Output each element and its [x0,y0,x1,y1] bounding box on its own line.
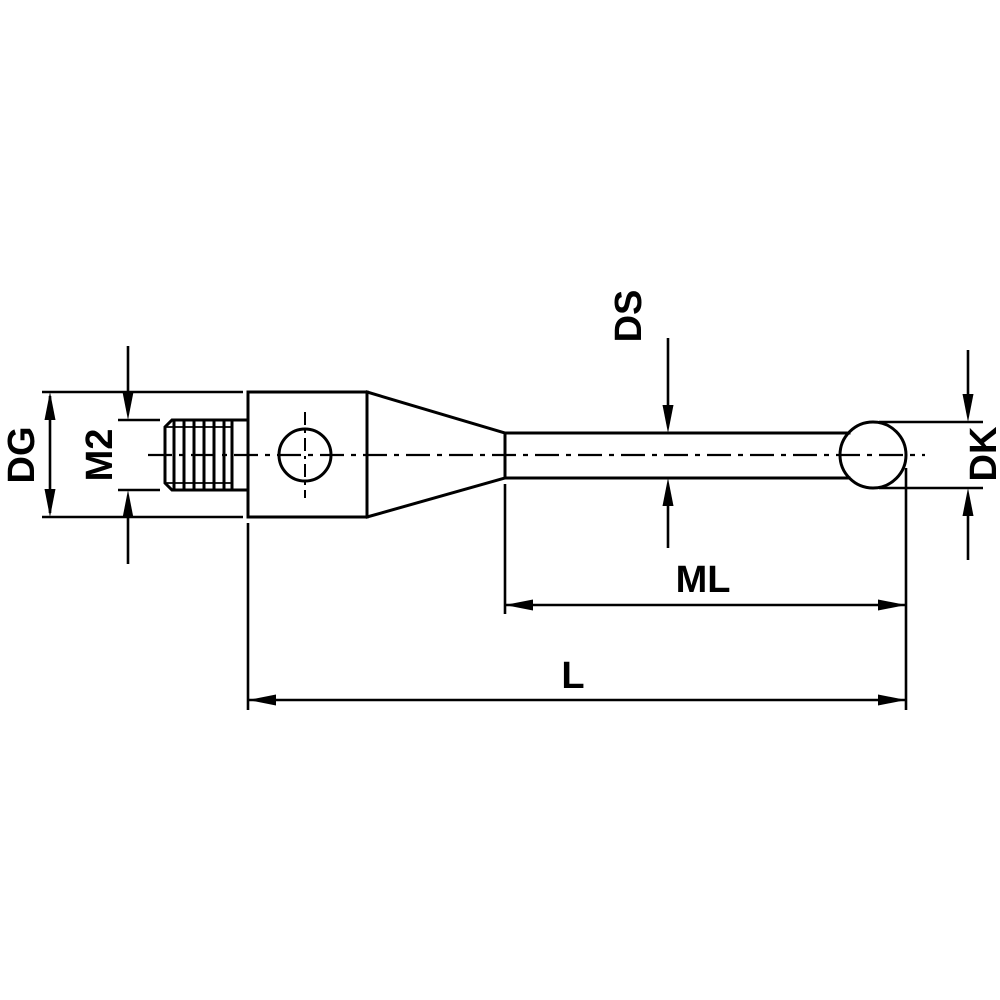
dk-label: DK [963,426,1000,481]
thread-m2 [163,418,249,492]
stem [503,431,851,480]
arrow-right-icon [878,694,906,706]
dim-dg: DG [1,390,243,519]
arrow-down-icon [662,405,674,433]
cone-top-edge [365,390,507,435]
arrow-up-icon [662,478,674,506]
arrow-up-icon [44,392,56,420]
ml-label: ML [676,559,731,601]
dim-ml: ML [503,468,908,710]
l-label: L [561,655,584,697]
arrow-left-icon [505,599,533,611]
dim-l: L [246,523,906,710]
ball-tip [838,420,908,490]
arrow-up-icon [962,488,974,516]
dim-ds: DS [608,290,674,548]
taper-cone [365,390,507,519]
dim-dk: DK [879,350,1000,560]
arrow-down-icon [122,392,134,420]
holder-body-outline [246,390,369,519]
arrow-left-icon [248,694,276,706]
cone-bottom-edge [365,476,507,519]
ball-circle [838,420,908,490]
ds-label: DS [608,290,650,343]
dim-m2: M2 [79,346,160,564]
dg-label: DG [1,427,43,484]
arrow-down-icon [44,489,56,517]
arrow-right-icon [878,599,906,611]
arrow-up-icon [122,490,134,518]
arrow-down-icon [962,394,974,422]
cross-hole [277,412,333,498]
m2-label: M2 [79,429,121,482]
holder-body [246,390,369,519]
cross-hole-circle [277,427,333,483]
